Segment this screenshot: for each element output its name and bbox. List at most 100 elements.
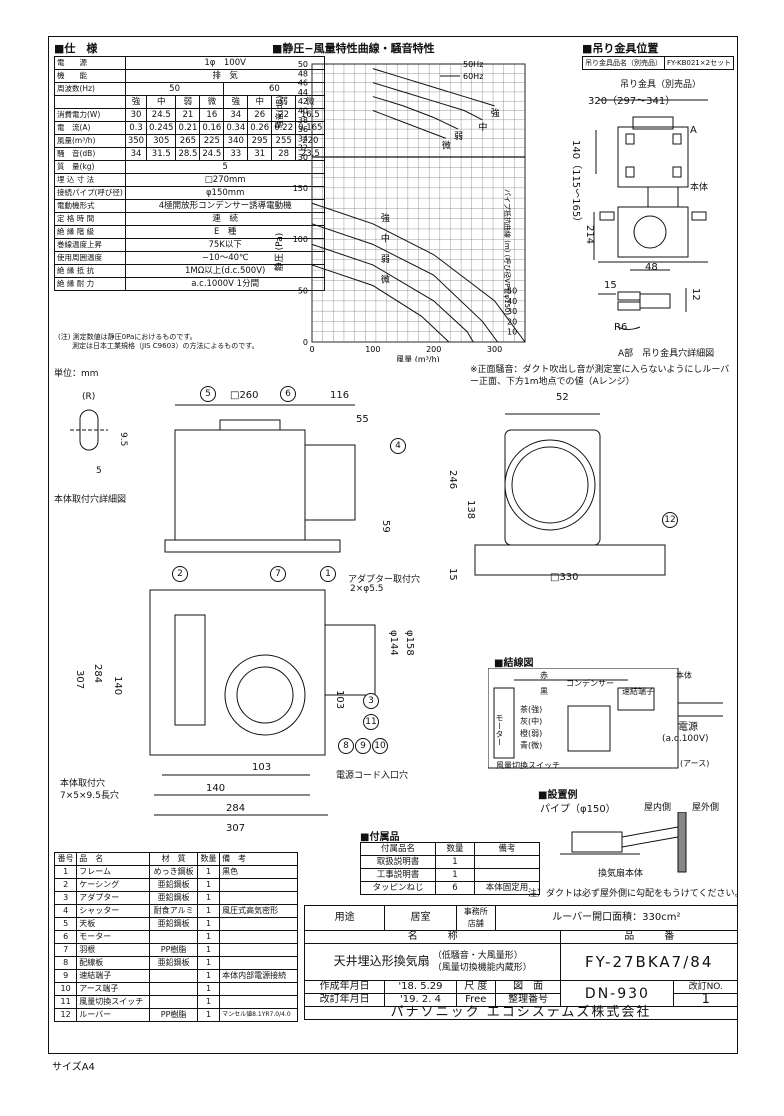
parts-cell: 1 bbox=[196, 956, 221, 970]
spec-label: 定 格 時 間 bbox=[54, 212, 126, 226]
parts-cell bbox=[219, 956, 298, 970]
side-55-dim: 55 bbox=[356, 414, 369, 425]
spec-value: 24.5 bbox=[199, 147, 225, 161]
noise-axis-label: 騒音(dB) bbox=[274, 96, 284, 129]
spec-value: 0.26 bbox=[247, 121, 273, 135]
pipe-tick-label: 30 bbox=[507, 307, 517, 316]
noise-tick-label: 38 bbox=[298, 116, 308, 125]
parts-cell: 亜鉛鋼板 bbox=[149, 917, 198, 931]
hanger-12-dim: 12 bbox=[690, 288, 701, 301]
parts-header: 番号 bbox=[53, 852, 78, 866]
accessory-cell bbox=[474, 855, 540, 869]
spec-value: 26 bbox=[247, 108, 273, 122]
noise-curve-label: 弱 bbox=[454, 131, 463, 142]
noise-curve-label: 中 bbox=[478, 121, 487, 133]
parts-cell: 3 bbox=[53, 891, 78, 905]
pressure-tick-label: 50 bbox=[298, 287, 308, 296]
plan-cord-label: 電源コード入口穴 bbox=[336, 771, 409, 781]
noise-tick-label: 34 bbox=[298, 134, 308, 143]
hanger-heading: ■吊り金具位置 bbox=[582, 42, 659, 55]
parts-cell: フレーム bbox=[76, 865, 151, 879]
install-outdoor-label: 屋外側 bbox=[692, 803, 720, 813]
pressure-curve-3 bbox=[311, 264, 450, 343]
part-marker-1: 1 bbox=[320, 566, 336, 582]
spec-label: 電 流(A) bbox=[54, 121, 126, 135]
spec-label: 巻線温度上昇 bbox=[54, 238, 126, 252]
wire-term-label: 速結端子 bbox=[622, 687, 654, 696]
parts-cell: アース端子 bbox=[76, 982, 151, 996]
legend-60hz: 60Hz bbox=[463, 72, 483, 81]
spec-label: 電 源 bbox=[54, 56, 126, 70]
install-diagram bbox=[560, 812, 687, 873]
tb-dn: DN-930 bbox=[560, 980, 675, 1007]
pressure-curve-1 bbox=[311, 223, 499, 343]
spec-value: 中 bbox=[146, 95, 177, 109]
parts-cell bbox=[219, 982, 298, 996]
tb-scale-value: 図 面 bbox=[494, 980, 562, 994]
parts-cell: 天板 bbox=[76, 917, 151, 931]
spec-value: 0.16 bbox=[199, 121, 225, 135]
parts-cell: 亜鉛鋼板 bbox=[149, 878, 198, 892]
side-view-diagram bbox=[164, 404, 356, 553]
parts-cell: 11 bbox=[53, 995, 78, 1009]
pressure-tick-label: 0 bbox=[303, 338, 308, 347]
front-52-dim: 52 bbox=[556, 392, 569, 403]
parts-cell: 10 bbox=[53, 982, 78, 996]
tb-product-head: 品 番 bbox=[560, 930, 738, 944]
accessory-header: 付属品名 bbox=[360, 842, 436, 856]
parts-cell: 5 bbox=[53, 917, 78, 931]
noise-curve-3 bbox=[372, 110, 447, 139]
parts-cell: 4 bbox=[53, 904, 78, 918]
parts-cell: 1 bbox=[196, 930, 221, 944]
spec-value: 31 bbox=[247, 147, 273, 161]
install-heading: ■設置例 bbox=[538, 790, 578, 801]
plan-140v-dim: 140 bbox=[112, 676, 123, 696]
parts-cell: 1 bbox=[196, 982, 221, 996]
legend-50hz: 50Hz bbox=[463, 60, 483, 69]
tb-name-cell: 天井埋込形換気扇 （低騒音・大風量形） （風量切換機能内蔵形） bbox=[303, 943, 562, 981]
pipe-tick-label: 20 bbox=[507, 317, 517, 326]
accessory-cell: タッピンねじ bbox=[360, 881, 436, 895]
x-axis-label: 風量 (m³/h) bbox=[396, 355, 440, 362]
spec-value: 295 bbox=[247, 134, 273, 148]
spec-value: 強 bbox=[124, 95, 148, 109]
install-pipe-label: パイプ（φ150） bbox=[540, 804, 616, 815]
part-marker-10: 10 bbox=[372, 738, 388, 754]
noise-tick-label: 30 bbox=[298, 153, 308, 162]
plan-307-dim: 307 bbox=[226, 823, 246, 834]
noise-curve-0 bbox=[372, 68, 495, 107]
spec-label bbox=[54, 95, 126, 109]
x-tick-label: 200 bbox=[426, 345, 441, 354]
parts-cell: モーター bbox=[76, 930, 151, 944]
parts-cell: 風圧式高気密形 bbox=[219, 904, 298, 918]
parts-cell: マンセル値8.1YR7.0/4.0 bbox=[219, 1008, 298, 1022]
pressure-curve-label: 微 bbox=[381, 273, 390, 285]
spec-value: 0.21 bbox=[175, 121, 201, 135]
noise-tick-label: 50 bbox=[298, 60, 308, 69]
noise-tick-label: 32 bbox=[298, 144, 308, 153]
noise-tick-label: 40 bbox=[298, 107, 308, 116]
accessories-heading: ■付属品 bbox=[360, 832, 400, 843]
hole-5-dim: 5 bbox=[96, 466, 102, 476]
wire-motor-label: モーター bbox=[495, 714, 504, 746]
parts-cell: 1 bbox=[196, 917, 221, 931]
noise-curve-label: 強 bbox=[491, 107, 500, 119]
spec-value: 305 bbox=[146, 134, 177, 148]
hole-r-label: (R) bbox=[82, 392, 96, 402]
tb-rev-label: 改訂年月日 bbox=[303, 993, 386, 1007]
part-marker-6: 6 bbox=[280, 386, 296, 402]
hanger-table-name: 吊り金具品名（別売品） bbox=[582, 56, 665, 70]
parts-cell: 1 bbox=[196, 943, 221, 957]
parts-cell: 耐食アルミ bbox=[149, 904, 198, 918]
hanger-table: 吊り金具品名（別売品）FY-KB021×2セット bbox=[582, 56, 735, 70]
plan-103v-dim: 103 bbox=[334, 690, 345, 710]
front-view-diagram bbox=[474, 413, 666, 576]
hanger-15-dim: 15 bbox=[604, 280, 617, 291]
tb-name-sub1: （低騒音・大風量形） bbox=[432, 951, 523, 961]
x-tick-label: 0 bbox=[309, 345, 314, 354]
wire-power-label: 電源 bbox=[678, 722, 698, 733]
pressure-tick-label: 100 bbox=[293, 235, 308, 244]
spec-heading: ■仕 様 bbox=[54, 42, 98, 55]
parts-cell: 本体内部電源接続 bbox=[219, 969, 298, 983]
